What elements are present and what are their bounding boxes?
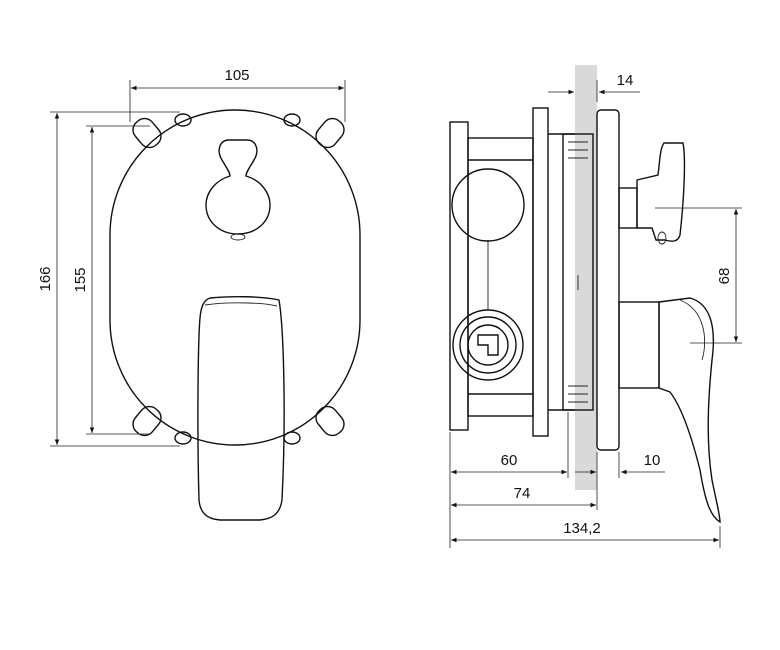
dimension-inner-height: 155 (72, 125, 150, 435)
mounting-box (449, 107, 594, 437)
dimension-inner-height-label: 155 (72, 267, 89, 292)
dimension-handle-spacing-label: 68 (716, 268, 733, 285)
dimension-box-depth: 74 (451, 485, 596, 508)
dimension-body-depth: 60 (449, 412, 569, 548)
dimension-width: 105 (129, 67, 346, 122)
dimension-handle-spacing: 68 (655, 207, 742, 344)
lever-handle-side (618, 297, 721, 524)
mounting-lugs (132, 113, 345, 445)
cover-plate (109, 109, 361, 446)
dimension-overall-height: 166 (37, 111, 180, 447)
cover-plate-side (596, 109, 620, 451)
dimension-total-depth-label: 134,2 (563, 520, 601, 537)
upper-outlet-port (451, 168, 525, 242)
dimension-body-depth-label: 60 (501, 452, 518, 469)
dimension-wall-offset-label: 14 (617, 72, 634, 89)
dimension-overall-height-label: 166 (37, 266, 54, 291)
side-view: 14 68 60 10 74 (449, 65, 742, 548)
diverter-knob-side (618, 142, 686, 245)
front-view: 105 166 155 (37, 67, 361, 521)
dimension-total-depth: 134,2 (451, 520, 721, 548)
dimension-cover-thickness-label: 10 (644, 452, 661, 469)
lower-cartridge-port (452, 309, 524, 381)
wall-section (575, 65, 597, 490)
dimension-width-label: 105 (224, 67, 249, 84)
dimension-wall-offset: 14 (548, 72, 640, 102)
dimension-cover-thickness: 10 (575, 452, 665, 510)
diverter-knob (205, 139, 271, 235)
dimension-box-depth-label: 74 (514, 485, 531, 502)
lever-handle (197, 295, 285, 521)
